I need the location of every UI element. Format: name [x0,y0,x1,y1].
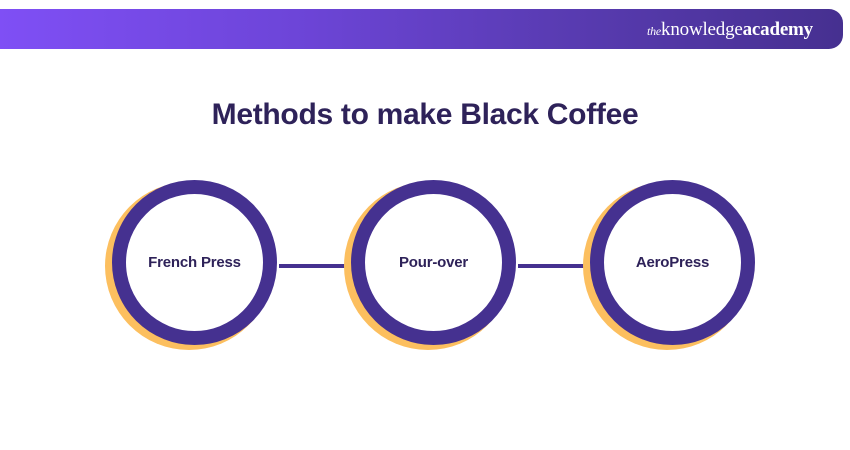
node-circle: Pour-over [351,180,516,345]
node-label: French Press [148,253,241,271]
brand-logo: theknowledgeacademy [647,20,813,39]
brand-suffix-text: academy [742,18,814,40]
process-node-aeropress: AeroPress [583,180,755,352]
process-node-pour-over: Pour-over [344,180,516,352]
node-circle: French Press [112,180,277,345]
page-title: Methods to make Black Coffee [211,98,639,131]
connector-line-2 [518,264,584,268]
node-circle: AeroPress [590,180,755,345]
brand-mid-text: knowledge [661,18,743,40]
process-node-french-press: French Press [105,180,277,352]
connector-line-1 [279,264,345,268]
process-diagram: French Press Pour-over AeroPress [0,180,850,360]
node-label: Pour-over [398,253,469,271]
brand-prefix-text: the [646,23,662,38]
node-label: AeroPress [635,253,710,271]
header-bar: theknowledgeacademy [0,9,843,49]
